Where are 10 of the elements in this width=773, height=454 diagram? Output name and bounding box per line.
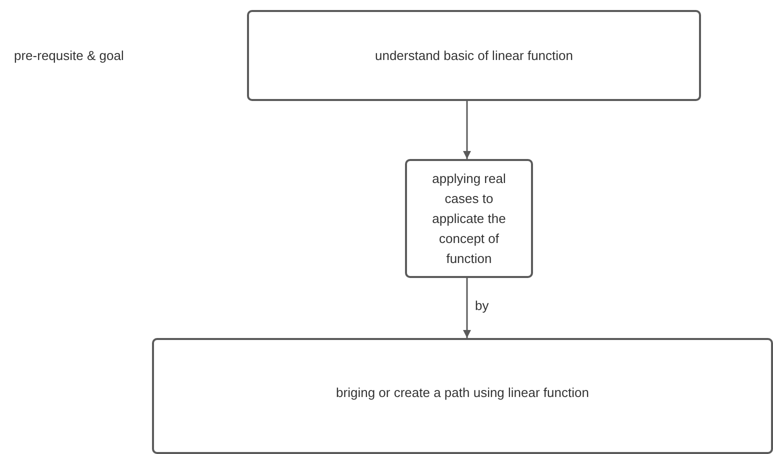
process-box: [152, 338, 773, 454]
arrow: [463, 101, 471, 159]
side-label: pre-requsite & goal: [14, 48, 124, 63]
edge-label: by: [475, 298, 489, 313]
box-text: briging or create a path using linear function: [336, 384, 589, 402]
arrow: [463, 278, 471, 338]
process-box: [247, 10, 701, 101]
box-text: applying real cases to applicate the concept of function: [431, 170, 507, 268]
box-text: understand basic of linear function: [374, 46, 573, 64]
process-box: [405, 159, 533, 278]
